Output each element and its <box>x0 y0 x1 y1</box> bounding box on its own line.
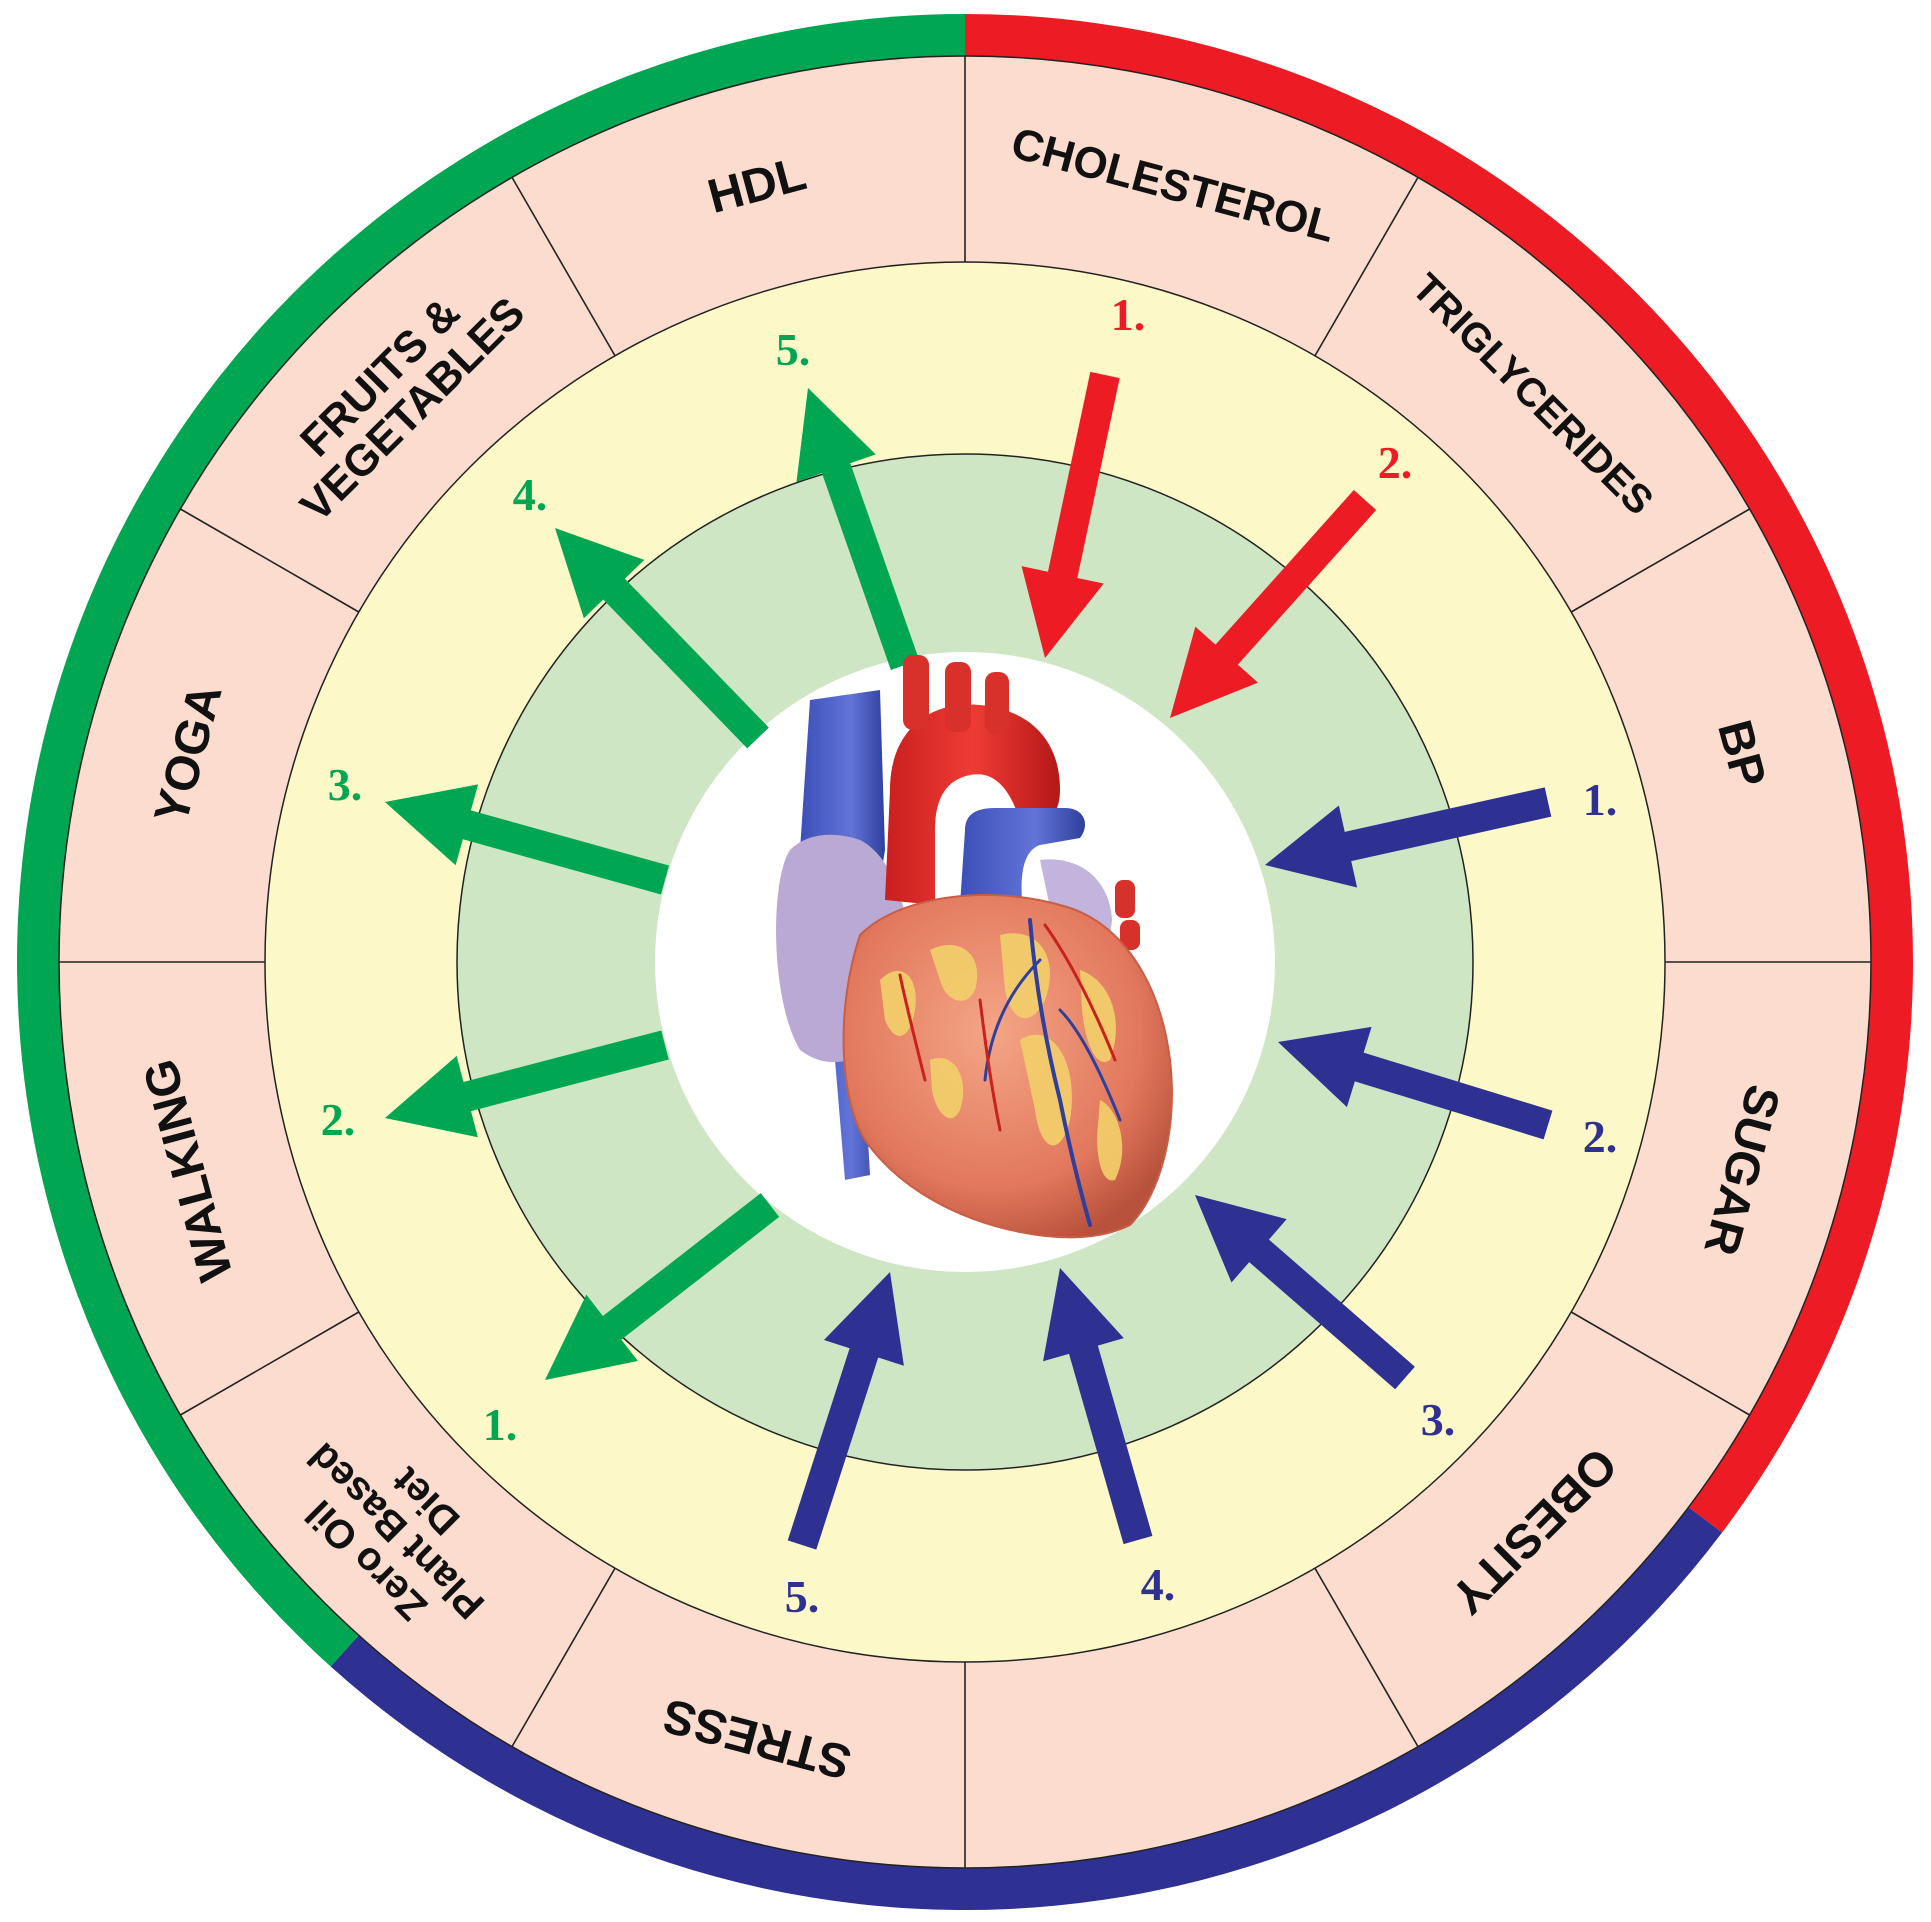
segment-divider <box>1314 176 1419 357</box>
green-arrow-4 <box>555 528 769 749</box>
outer-ring-blue <box>330 1506 1723 1910</box>
heart-icon <box>776 655 1173 1239</box>
segment-divider <box>511 1567 616 1748</box>
segment-divider <box>1570 1311 1751 1416</box>
blue-arrow-2-label: 2. <box>1583 1111 1618 1162</box>
green-arrow-3-label: 3. <box>328 759 363 810</box>
green-arrow-3 <box>385 784 670 895</box>
arrows: 1. 2. 1. 2. 3. 4. 5. 1. 2. 3. 4. 5. <box>321 289 1618 1622</box>
blue-arrow-3 <box>1195 1195 1415 1390</box>
green-arrow-4-label: 4. <box>513 469 548 520</box>
red-arrow-1 <box>1021 371 1120 658</box>
segment-divider <box>1570 508 1751 613</box>
blue-arrow-2 <box>1278 1026 1553 1140</box>
segment-divider <box>511 176 616 357</box>
green-arrow-5 <box>796 388 920 670</box>
red-arrow-2-label: 2. <box>1378 437 1413 488</box>
green-arrow-2 <box>385 1030 669 1138</box>
green-arrow-1-label: 1. <box>483 1399 518 1450</box>
blue-arrow-5-label: 5. <box>785 1571 820 1622</box>
blue-arrow-3-label: 3. <box>1421 1394 1456 1445</box>
red-arrow-2 <box>1170 489 1377 718</box>
blue-arrow-5 <box>787 1272 904 1550</box>
blue-arrow-1-label: 1. <box>1583 774 1618 825</box>
red-arrow-1-label: 1. <box>1111 289 1146 340</box>
blue-arrow-4-label: 4. <box>1141 1559 1176 1610</box>
green-arrow-1 <box>545 1193 780 1380</box>
outer-ring-red <box>965 14 1913 1533</box>
green-arrow-5-label: 5. <box>776 324 811 375</box>
segment-divider <box>179 508 360 613</box>
blue-arrow-4 <box>1043 1268 1153 1545</box>
segment-divider <box>179 1311 360 1416</box>
outer-color-ring <box>16 14 1913 1910</box>
blue-arrow-1 <box>1265 787 1552 888</box>
segment-divider <box>1314 1567 1419 1748</box>
segment-dividers <box>59 56 1871 1868</box>
green-arrow-2-label: 2. <box>321 1094 356 1145</box>
